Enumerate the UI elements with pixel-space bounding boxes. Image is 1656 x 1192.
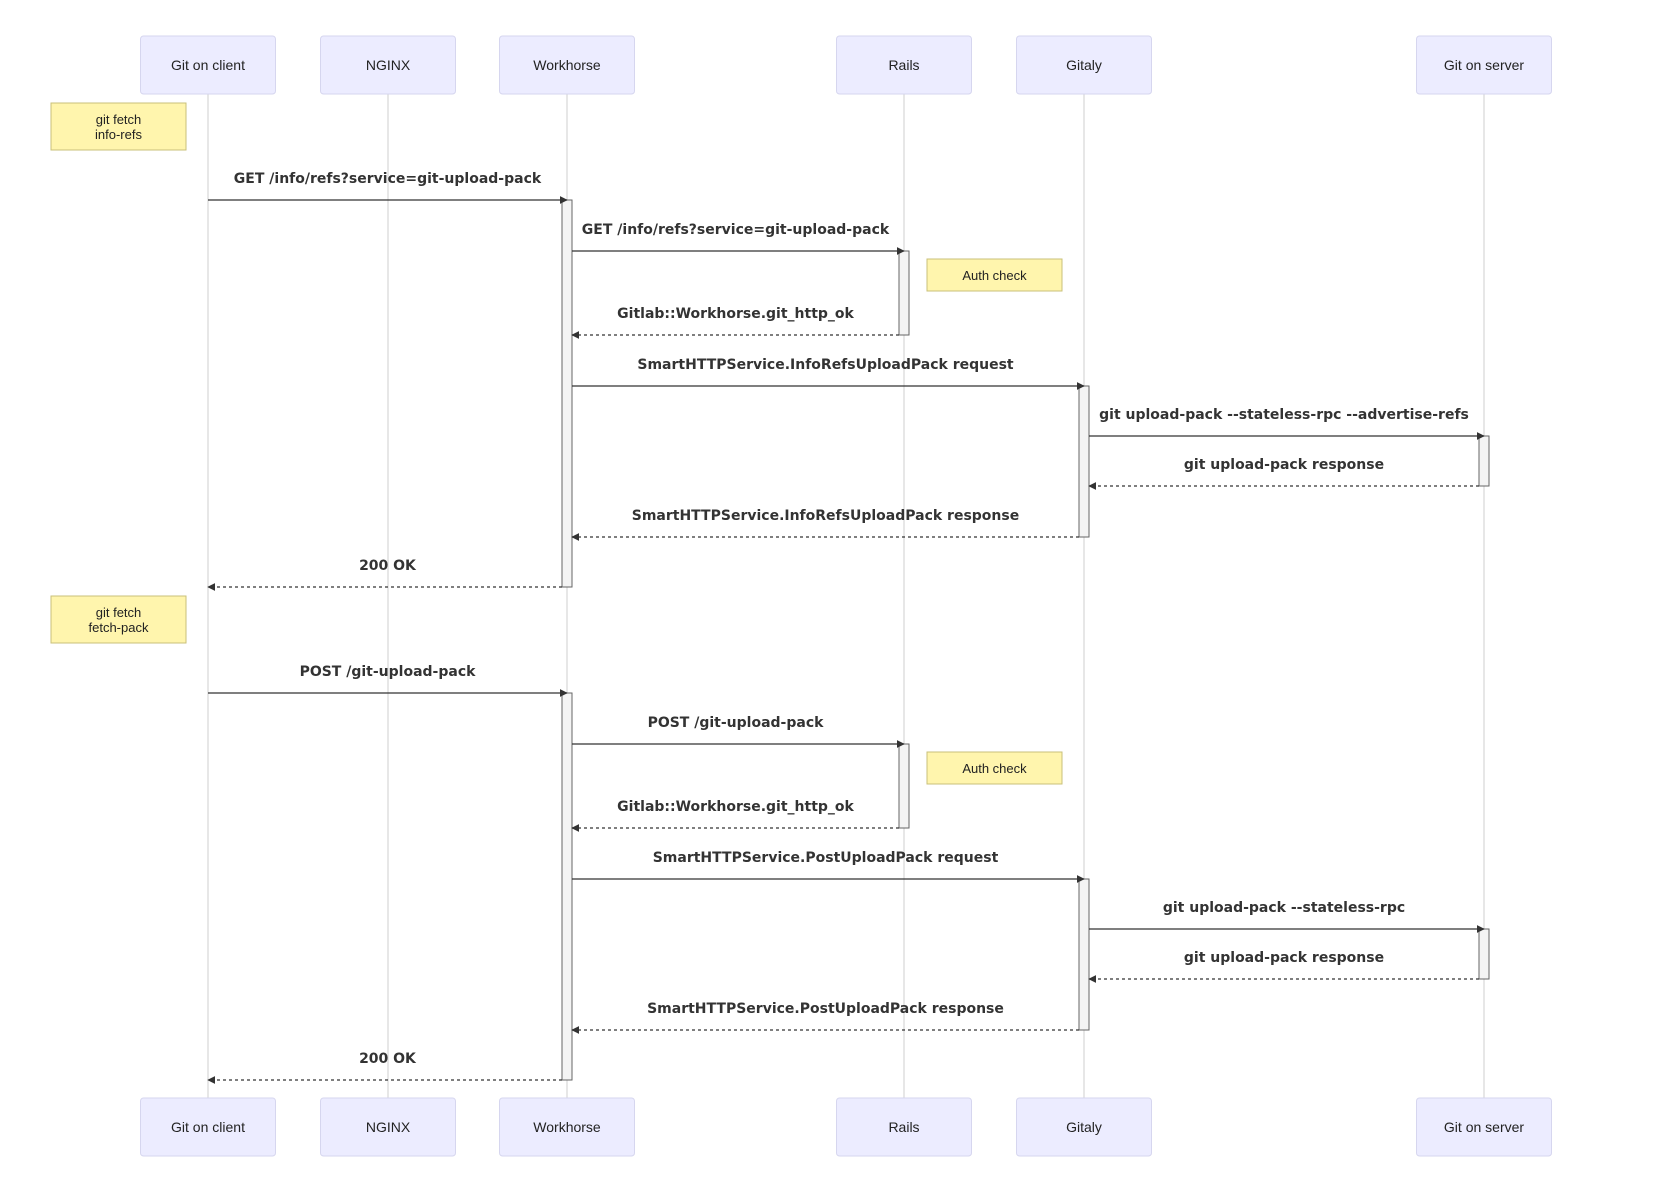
message: GET /info/refs?service=git-upload-pack — [572, 222, 905, 255]
note-text: Auth check — [962, 268, 1027, 283]
note: Auth check — [926, 751, 1063, 785]
activation-bar-gitaly — [1078, 878, 1090, 1031]
participant-label: NGINX — [366, 1119, 411, 1135]
note: Auth check — [926, 258, 1063, 292]
participant-label: Workhorse — [533, 1119, 601, 1135]
message: SmartHTTPService.InfoRefsUploadPack requ… — [572, 357, 1085, 390]
activation-bar-workhorse — [561, 692, 573, 1081]
participant-label: Rails — [888, 1119, 919, 1135]
message: GET /info/refs?service=git-upload-pack — [208, 171, 568, 204]
message: 200 OK — [207, 558, 562, 591]
message: git upload-pack --stateless-rpc --advert… — [1089, 407, 1485, 440]
note-box — [50, 102, 187, 151]
participant-box — [836, 1097, 972, 1157]
message-label: SmartHTTPService.InfoRefsUploadPack requ… — [637, 357, 1014, 373]
note-box — [926, 751, 1063, 785]
participant-box — [1016, 1097, 1152, 1157]
participant-label: Git on client — [171, 1119, 245, 1135]
message-label: 200 OK — [359, 1051, 417, 1067]
message-label: 200 OK — [359, 558, 417, 574]
participant-top-client: Git on client — [140, 35, 276, 95]
note-text: git fetch — [96, 112, 142, 127]
activation-bar-gitaly — [1078, 385, 1090, 538]
message: Gitlab::Workhorse.git_http_ok — [571, 799, 899, 832]
participant-bottom-client: Git on client — [140, 1097, 276, 1157]
note-text: Auth check — [962, 761, 1027, 776]
lifelines-layer — [207, 94, 1485, 1098]
activation-bar-rails — [898, 743, 910, 829]
message-label: POST /git-upload-pack — [300, 664, 477, 680]
activation-bar-rails — [898, 250, 910, 336]
message-label: SmartHTTPService.PostUploadPack request — [653, 850, 999, 866]
message-label: GET /info/refs?service=git-upload-pack — [234, 171, 542, 187]
participant-box — [320, 35, 456, 95]
participant-box — [499, 35, 635, 95]
participant-bottom-server: Git on server — [1416, 1097, 1552, 1157]
participant-label: Workhorse — [533, 57, 601, 73]
participant-box — [1416, 35, 1552, 95]
participant-label: Git on server — [1444, 1119, 1524, 1135]
participant-top-rails: Rails — [836, 35, 972, 95]
activation-bar-workhorse — [561, 199, 573, 588]
participant-box — [320, 1097, 456, 1157]
participant-top-gitaly: Gitaly — [1016, 35, 1152, 95]
activation-bar-server — [1478, 435, 1490, 487]
activations-layer — [561, 199, 1490, 1081]
message-label: git upload-pack --stateless-rpc — [1163, 900, 1405, 916]
note-text: info-refs — [95, 127, 142, 142]
participant-label: Gitaly — [1066, 57, 1102, 73]
participant-label: NGINX — [366, 57, 411, 73]
participant-label: Git on server — [1444, 57, 1524, 73]
note-box — [50, 595, 187, 644]
participant-bottom-gitaly: Gitaly — [1016, 1097, 1152, 1157]
message: POST /git-upload-pack — [208, 664, 568, 697]
participant-box — [1016, 35, 1152, 95]
participant-bottom-rails: Rails — [836, 1097, 972, 1157]
message: git upload-pack --stateless-rpc — [1089, 900, 1485, 933]
note-text: git fetch — [96, 605, 142, 620]
participant-box — [836, 35, 972, 95]
participant-label: Rails — [888, 57, 919, 73]
message-label: SmartHTTPService.PostUploadPack response — [647, 1001, 1004, 1017]
participant-box — [140, 1097, 276, 1157]
participant-bottom-nginx: NGINX — [320, 1097, 456, 1157]
participant-top-nginx: NGINX — [320, 35, 456, 95]
note-text: fetch-pack — [89, 620, 149, 635]
activation-bar-server — [1478, 928, 1490, 980]
participant-bottom-workhorse: Workhorse — [499, 1097, 635, 1157]
message-label: git upload-pack response — [1184, 950, 1384, 966]
message: Gitlab::Workhorse.git_http_ok — [571, 306, 899, 339]
participant-label: Gitaly — [1066, 1119, 1102, 1135]
message: POST /git-upload-pack — [572, 715, 905, 748]
message-label: git upload-pack response — [1184, 457, 1384, 473]
message: git upload-pack response — [1088, 457, 1479, 490]
message: SmartHTTPService.PostUploadPack response — [571, 1001, 1079, 1034]
message-label: Gitlab::Workhorse.git_http_ok — [617, 799, 854, 815]
message-label: GET /info/refs?service=git-upload-pack — [582, 222, 890, 238]
note-box — [926, 258, 1063, 292]
message: SmartHTTPService.InfoRefsUploadPack resp… — [571, 508, 1079, 541]
message: git upload-pack response — [1088, 950, 1479, 983]
message-label: Gitlab::Workhorse.git_http_ok — [617, 306, 854, 322]
participant-top-workhorse: Workhorse — [499, 35, 635, 95]
messages-layer: GET /info/refs?service=git-upload-packGE… — [207, 171, 1485, 1084]
message-label: SmartHTTPService.InfoRefsUploadPack resp… — [632, 508, 1019, 524]
participant-top-server: Git on server — [1416, 35, 1552, 95]
participant-box — [1416, 1097, 1552, 1157]
participant-box — [499, 1097, 635, 1157]
message: 200 OK — [207, 1051, 562, 1084]
message-label: git upload-pack --stateless-rpc --advert… — [1099, 407, 1469, 423]
message-label: POST /git-upload-pack — [648, 715, 825, 731]
message: SmartHTTPService.PostUploadPack request — [572, 850, 1085, 883]
participant-label: Git on client — [171, 57, 245, 73]
participant-box — [140, 35, 276, 95]
